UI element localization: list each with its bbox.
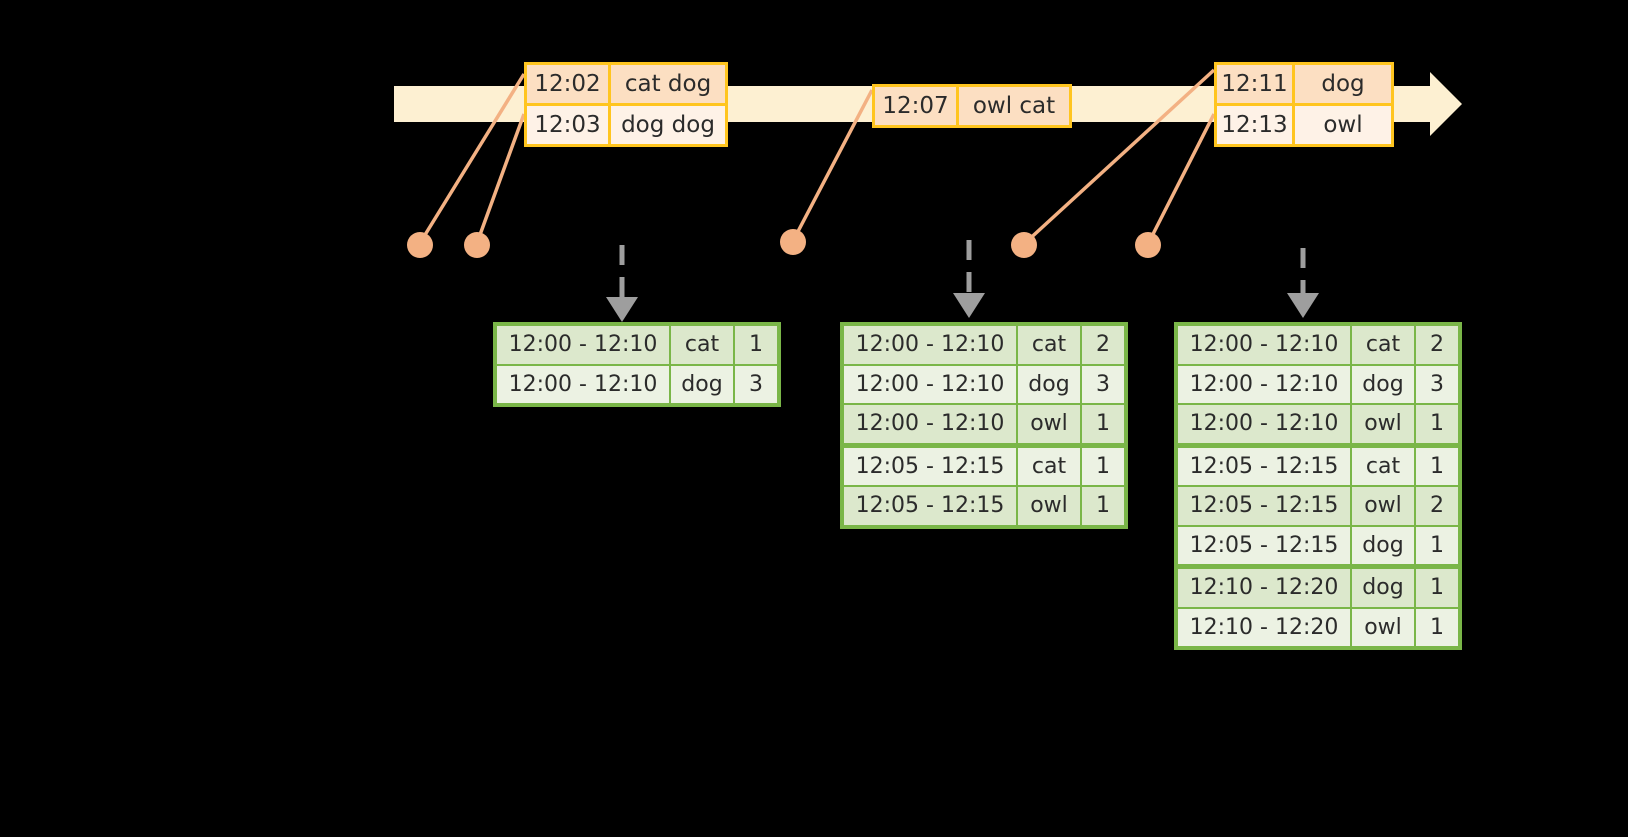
cell-window: 12:00 - 12:10	[1178, 326, 1350, 364]
cell-count: 1	[1082, 447, 1124, 485]
event-payload: dog dog	[611, 106, 725, 144]
connector-dot-3	[780, 229, 806, 255]
event-row[interactable]: 12:07 owl cat	[875, 87, 1069, 125]
connector-dot-4	[1011, 232, 1037, 258]
connector-dots	[407, 229, 1161, 258]
event-row[interactable]: 12:02 cat dog	[527, 65, 725, 103]
cell-key: owl	[1018, 405, 1080, 443]
cell-window: 12:10 - 12:20	[1178, 608, 1350, 646]
cell-key: dog	[671, 365, 733, 403]
cell-window: 12:05 - 12:15	[844, 487, 1016, 525]
cell-window: 12:05 - 12:15	[1178, 447, 1350, 485]
cell-key: owl	[1352, 487, 1414, 525]
connector-dot-2	[464, 232, 490, 258]
cell-count: 1	[1416, 405, 1458, 443]
connector-line-2	[475, 113, 526, 244]
cell-window: 12:00 - 12:10	[497, 326, 669, 364]
cell-key: cat	[1018, 326, 1080, 364]
event-payload: cat dog	[611, 65, 725, 103]
event-payload: owl	[1295, 106, 1391, 144]
cell-key: owl	[1352, 405, 1414, 443]
cell-count: 1	[1416, 608, 1458, 646]
cell-window: 12:00 - 12:10	[844, 365, 1016, 403]
cell-key: cat	[1352, 326, 1414, 364]
event-time: 12:13	[1217, 106, 1295, 144]
connector-dot-1	[407, 232, 433, 258]
cell-key: owl	[1352, 608, 1414, 646]
connector-line-3	[791, 89, 874, 242]
event-row[interactable]: 12:11 dog	[1217, 65, 1391, 103]
cell-window: 12:00 - 12:10	[844, 326, 1016, 364]
cell-key: cat	[671, 326, 733, 364]
emit-arrow-2-head	[953, 293, 985, 318]
cell-window: 12:00 - 12:10	[844, 405, 1016, 443]
event-box-2[interactable]: 12:07 owl cat	[872, 84, 1072, 128]
cell-key: cat	[1018, 447, 1080, 485]
cell-count: 1	[1416, 569, 1458, 607]
cell-key: dog	[1352, 365, 1414, 403]
cell-window: 12:05 - 12:15	[844, 447, 1016, 485]
cell-count: 1	[1082, 487, 1124, 525]
event-payload: owl cat	[959, 87, 1069, 125]
emit-arrow-3-head	[1287, 293, 1319, 318]
cell-count: 2	[1416, 487, 1458, 525]
event-time: 12:11	[1217, 65, 1295, 103]
cell-window: 12:05 - 12:15	[1178, 526, 1350, 564]
event-time: 12:07	[875, 87, 959, 125]
cell-count: 1	[1082, 405, 1124, 443]
cell-count: 1	[1416, 526, 1458, 564]
timeline-arrowhead-icon	[1394, 72, 1462, 136]
event-row[interactable]: 12:03 dog dog	[527, 103, 725, 144]
emit-arrowheads	[606, 293, 1319, 322]
connector-line-5	[1146, 113, 1216, 245]
cell-window: 12:10 - 12:20	[1178, 569, 1350, 607]
event-time: 12:03	[527, 106, 611, 144]
emit-arrow-1-head	[606, 297, 638, 322]
cell-key: cat	[1352, 447, 1414, 485]
connector-line-1	[418, 73, 526, 244]
cell-key: dog	[1018, 365, 1080, 403]
cell-count: 1	[735, 326, 777, 364]
connector-dot-5	[1135, 232, 1161, 258]
cell-key: owl	[1018, 487, 1080, 525]
cell-count: 3	[735, 365, 777, 403]
cell-count: 1	[1416, 447, 1458, 485]
event-time: 12:02	[527, 65, 611, 103]
emit-arrows	[619, 240, 1306, 300]
event-row[interactable]: 12:13 owl	[1217, 103, 1391, 144]
cell-count: 3	[1082, 365, 1124, 403]
event-box-1[interactable]: 12:02 cat dog 12:03 dog dog	[524, 62, 728, 147]
cell-window: 12:00 - 12:10	[497, 365, 669, 403]
cell-count: 2	[1082, 326, 1124, 364]
cell-key: dog	[1352, 569, 1414, 607]
cell-window: 12:00 - 12:10	[1178, 405, 1350, 443]
cell-count: 2	[1416, 326, 1458, 364]
cell-count: 3	[1416, 365, 1458, 403]
cell-key: dog	[1352, 526, 1414, 564]
cell-window: 12:00 - 12:10	[1178, 365, 1350, 403]
event-box-3[interactable]: 12:11 dog 12:13 owl	[1214, 62, 1394, 147]
event-payload: dog	[1295, 65, 1391, 103]
cell-window: 12:05 - 12:15	[1178, 487, 1350, 525]
